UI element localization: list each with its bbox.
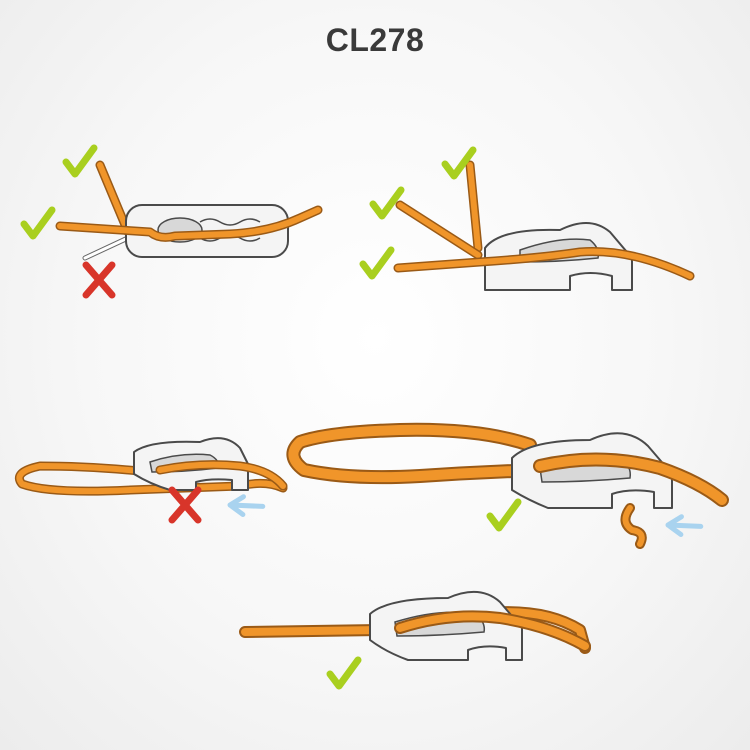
panel-top-left <box>24 148 323 295</box>
panel-middle-right <box>286 422 729 549</box>
check-icon <box>490 502 518 528</box>
diagram-title: CL278 <box>325 22 425 58</box>
panel-middle-left <box>14 437 288 522</box>
check-icon <box>330 660 358 686</box>
check-icon <box>363 250 391 276</box>
cross-icon <box>86 265 112 295</box>
check-icon <box>66 148 94 174</box>
arrow-icon <box>668 510 701 542</box>
cross-icon <box>172 490 198 520</box>
panel-bottom <box>239 591 591 686</box>
arrow-icon <box>230 490 263 522</box>
panel-top-right <box>363 150 695 291</box>
check-icon <box>24 210 52 236</box>
